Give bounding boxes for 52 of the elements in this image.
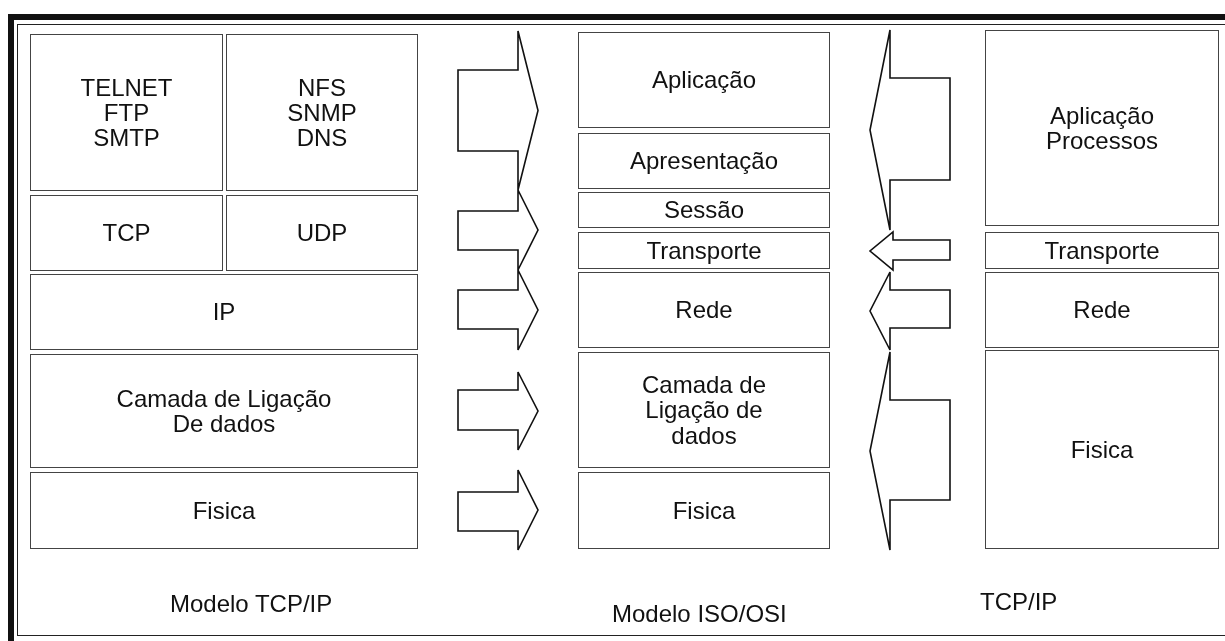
layer-label: Fisica [1070,436,1134,463]
block-arrow [868,230,951,272]
layer-box [226,195,418,271]
block-arrow [457,469,539,551]
block-arrow [457,189,539,271]
layer-box [30,274,418,350]
layer-box [30,34,223,191]
block-arrow [457,269,539,351]
layer-box [578,32,830,128]
block-arrow [457,371,539,451]
layer-box [578,352,830,468]
layer-label: Camada de Ligação de dados [640,372,768,448]
layer-label: NFS [298,74,346,100]
block-arrow [869,351,951,551]
layer-label: Transporte [646,237,762,264]
block-arrow [457,30,539,191]
layer-label: Sessão [663,197,745,223]
layer-box [985,232,1219,269]
layer-label: Camada de Ligação De dados [115,385,333,437]
layer-label: Transporte [1044,237,1160,264]
layer-box [985,350,1219,549]
layer-label: Aplicação [651,67,757,93]
layer-box [226,34,418,191]
layer-box [578,232,830,269]
layer-label: SNMP [287,99,357,126]
block-arrow [869,271,951,351]
layer-box [578,133,830,189]
layer-box [578,472,830,549]
layer-box [985,30,1219,226]
layer-box [30,354,418,468]
layer-label: Rede [675,297,733,323]
layer-label: TCP [102,220,151,246]
layer-label: Fisica [672,497,736,524]
model-caption: TCP/IP [980,588,1058,616]
layer-label: UDP [296,220,348,246]
layer-label: IP [212,299,236,325]
layer-label: SMTP [93,125,160,151]
block-arrow [869,29,951,231]
layer-label: FTP [103,99,150,126]
layer-box [578,272,830,348]
layer-box [30,195,223,271]
layer-label: DNS [296,125,348,151]
layer-box [30,472,418,549]
layer-label: TELNET [80,74,173,100]
layer-label: Fisica [192,497,256,524]
layer-box [985,272,1219,348]
layer-label: Rede [1073,297,1131,323]
layer-label: Aplicação Processos [1044,102,1159,154]
model-caption: Modelo ISO/OSI [612,600,787,628]
layer-box [578,192,830,228]
layer-label: Apresentação [629,148,779,174]
model-caption: Modelo TCP/IP [170,590,333,618]
